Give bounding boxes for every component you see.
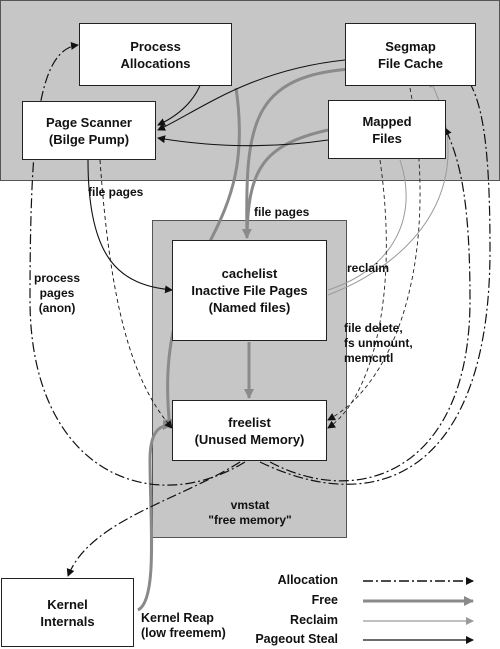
legend-label-allocation: Allocation [277,573,338,587]
page-scanner-box: Page Scanner (Bilge Pump) [22,101,156,160]
alloc-freelist-to-mapped [269,127,471,482]
steal-scanner-to-freelist [99,159,173,429]
freelist-box: freelist (Unused Memory) [172,400,327,461]
reclaim-cachelist-to-mapped [327,159,407,291]
free-segmap-to-cachelist [241,66,373,239]
process-pages-label: process pages (anon) [34,271,81,315]
process-allocations-box: Process Allocations [79,23,232,86]
file-delete-mapped [327,159,387,429]
reclaim-label: reclaim [347,261,390,275]
file-pages-left-label: file pages [88,185,144,199]
free-mapped-to-cachelist [245,128,329,239]
file-pages-center-label: file pages [254,205,310,219]
mapped-files-box: Mapped Files [328,100,446,159]
legend-label-pageout-steal: Pageout Steal [255,632,338,646]
vmstat-label: vmstat "free memory" [208,498,292,527]
steal-scanner-to-cachelist [87,159,173,294]
alloc-freelist-to-segmap [259,69,491,485]
kernel-reap-label: Kernel Reap (low freemem) [141,611,226,640]
segmap-file-cache-box: Segmap File Cache [345,23,476,86]
alloc-freelist-to-process [29,41,246,486]
kernel-internals-box: Kernel Internals [1,578,134,647]
legend-label-reclaim: Reclaim [290,613,338,627]
legend-label-free: Free [311,593,338,607]
steal-mapped-to-scanner [157,135,329,147]
cachelist-box: cachelist Inactive File Pages (Named fil… [172,240,327,341]
file-delete-label: file delete, fs unmount, memcntl [344,321,413,365]
steal-segmap-to-scanner [157,59,346,131]
free-kernel-reap [137,420,173,612]
alloc-freelist-to-kernel [66,461,241,577]
